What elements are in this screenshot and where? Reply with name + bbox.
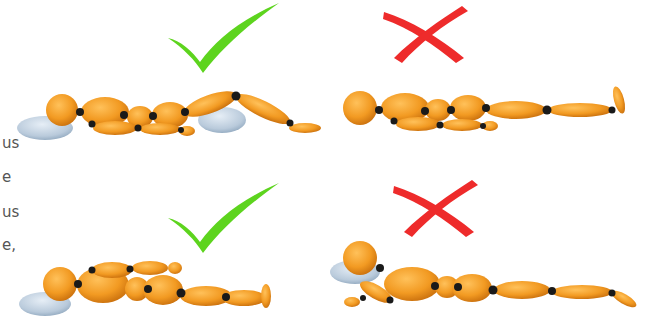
mannequin-bad-back-part (447, 106, 455, 114)
mannequin-good-side-part (261, 284, 271, 308)
mannequin-bad-front-part (387, 297, 394, 304)
mannequin-good-back-part (149, 112, 157, 120)
mannequin-good-back-part (287, 120, 294, 127)
mannequin-good-back-part (120, 111, 128, 119)
mannequin-bad-front-part (494, 281, 550, 299)
mannequin-bad-front-part (489, 286, 498, 295)
text-fragment: us (2, 136, 19, 151)
text-fragment: e (2, 170, 11, 185)
mannequin-bad-front-part (552, 285, 612, 299)
mannequin-bad-back-part (343, 91, 377, 125)
mannequin-good-side-part (177, 289, 186, 298)
mannequin-good-back-part (93, 121, 137, 135)
mannequin-bad-front-part (609, 290, 616, 297)
mannequin-bad-back-part (442, 119, 482, 131)
mannequin-bad-back-part (421, 107, 429, 115)
joint-group (74, 266, 230, 302)
mannequin-good-side-part (89, 267, 96, 274)
cross-mark-part (394, 6, 468, 63)
joint-group (375, 104, 616, 129)
mannequin-bad-front-part (384, 267, 440, 301)
joint-group (76, 92, 294, 134)
mannequin-good-side-part (143, 275, 183, 305)
mannequin-bad-back-part (391, 118, 398, 125)
mannequin-bad-back-part (609, 107, 616, 114)
mannequin-good-side-part (222, 290, 266, 306)
mannequin-bad-front-part (360, 295, 366, 301)
text-fragment: e, (2, 238, 16, 253)
mannequin-bad-front-part (376, 264, 384, 272)
mannequin-bad-back-part (437, 122, 444, 129)
mannequin-good-back-part (135, 125, 142, 132)
check-mark-part (168, 3, 279, 73)
mannequin-good-side-part (127, 266, 134, 273)
mannequin-bad-back-part (548, 103, 612, 117)
mannequin-bad-back-part (543, 106, 552, 115)
mannequin-bad-back-part (486, 101, 546, 119)
mannequin-good-back-part (233, 89, 294, 130)
mannequin-good-back-part (179, 126, 195, 136)
joint-group (360, 264, 616, 304)
mannequin-bad-front (330, 241, 639, 310)
mannequin-bad-front-part (452, 274, 492, 302)
mannequin-bad-back (343, 85, 627, 131)
mannequin-good-side (19, 261, 271, 316)
mannequin-bad-back-part (396, 117, 440, 131)
mannequin-good-side-part (74, 280, 82, 288)
mannequin-good-back-part (232, 92, 241, 101)
mannequin-good-side-part (222, 293, 230, 301)
mannequin-good-back-part (89, 121, 96, 128)
text-fragment: us (2, 205, 19, 220)
mannequin-good-side-part (132, 261, 168, 275)
mannequin-bad-back-part (450, 95, 486, 121)
mannequin-bad-front-part (454, 283, 462, 291)
mannequin-bad-front-part (431, 282, 439, 290)
mannequin-good-back-part (178, 127, 184, 133)
mannequin-bad-back-part (482, 104, 490, 112)
cross-mark-part (404, 180, 478, 237)
mannequin-good-side-part (43, 267, 77, 301)
mannequin-good-back-part (76, 108, 84, 116)
mannequin-bad-back-part (480, 123, 486, 129)
mannequin-good-side-part (92, 262, 132, 278)
mannequin-good-back-part (181, 86, 240, 122)
mannequin-good-back (17, 86, 321, 140)
check-mark-part (168, 183, 279, 253)
mannequin-good-side-part (168, 262, 182, 274)
mannequin-good-back-part (289, 123, 321, 133)
mannequin-bad-front-part (343, 241, 377, 275)
mannequin-bad-front-part (548, 287, 556, 295)
mannequin-good-side-part (144, 285, 152, 293)
mannequin-good-back-part (140, 123, 180, 135)
mannequin-bad-front-part (344, 297, 360, 307)
mannequin-bad-front-part (609, 288, 638, 311)
mannequin-good-back-part (181, 108, 189, 116)
mannequin-bad-back-part (375, 106, 383, 114)
mannequin-good-side-part (180, 286, 232, 306)
mannequin-good-back-part (46, 94, 78, 126)
check-mark (168, 3, 279, 253)
